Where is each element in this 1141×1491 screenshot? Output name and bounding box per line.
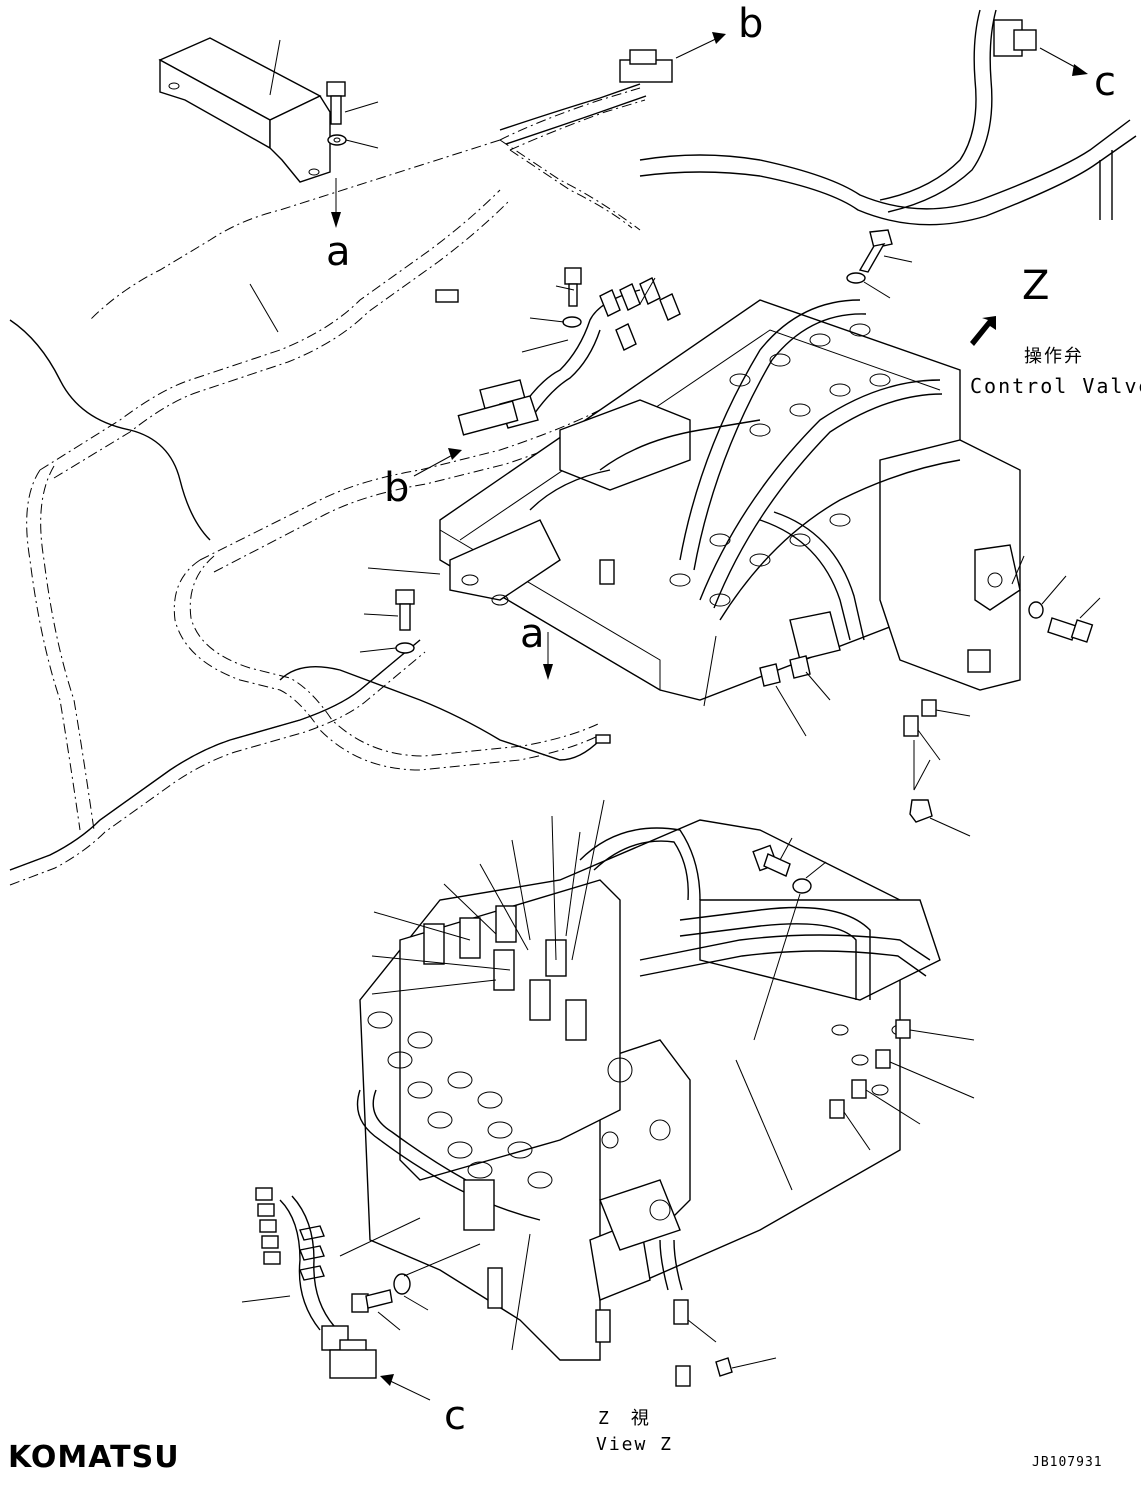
bolt-top [326,81,347,146]
fittings-lower [673,1019,911,1387]
document-id: JB107931 [1032,1455,1103,1470]
fittings-upper [759,655,937,823]
control-valve-en: Control Valve [970,374,1141,398]
ref-b-mid: b [384,465,410,511]
sub-harness-c [255,1187,377,1379]
bolt-right [1028,601,1094,643]
ref-a-top: a [326,229,351,275]
upper-harness [499,9,1137,226]
control-valve-upper [439,299,1021,701]
bolt-lower [351,1273,411,1313]
bracket [158,37,331,183]
control-valve-view-z [356,819,941,1361]
ref-c-bottom: c [444,1393,466,1439]
view-letter: Z [1022,263,1050,309]
control-valve-jp: 操作弁 [1024,346,1084,367]
ref-c-top: c [1094,59,1116,105]
bolt-top-right [846,229,893,284]
view-z-jp: Z 視 [598,1408,651,1429]
ref-a-mid: a [520,611,545,657]
ref-b-top: b [738,1,764,47]
bolt-mid-left [395,589,415,654]
sub-harness-b [457,267,681,436]
komatsu-logo: KOMATSU [8,1440,180,1475]
view-z-en: View Z [596,1434,674,1455]
bolt-view-z [752,844,812,894]
